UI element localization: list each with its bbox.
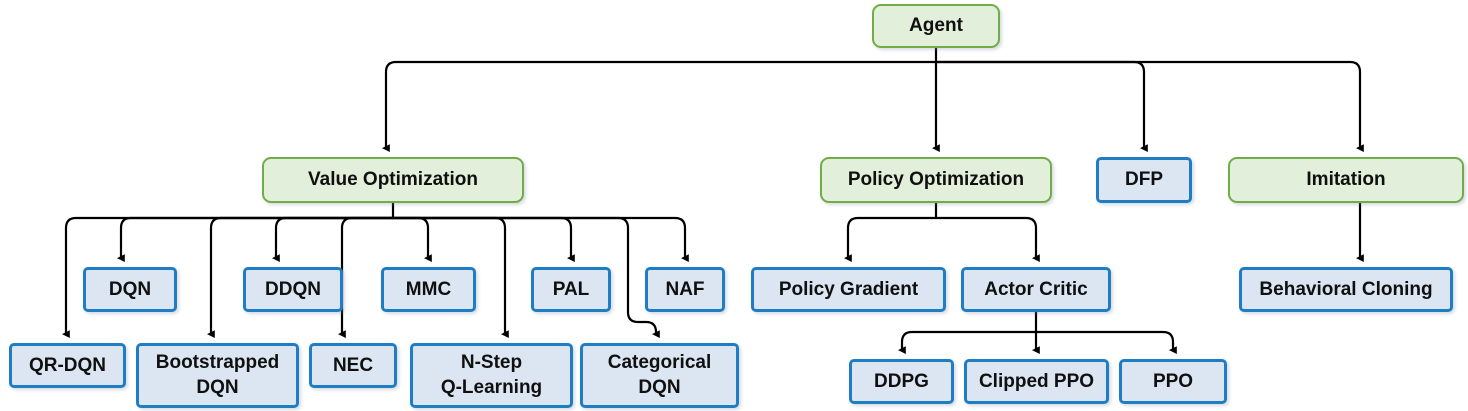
- node-mmc[interactable]: MMC: [381, 267, 476, 312]
- node-mmc-label: MMC: [405, 278, 452, 300]
- node-categorical-dqn-label-line1: Categorical: [607, 352, 712, 374]
- node-value-optimization-label: Value Optimization: [308, 169, 478, 191]
- edge-vo-mmc: [393, 216, 432, 263]
- node-qr-dqn-label: QR-DQN: [28, 354, 107, 376]
- node-actor-critic-label: Actor Critic: [984, 278, 1088, 300]
- node-dqn[interactable]: DQN: [83, 267, 177, 312]
- edge-ac-ddpg: [898, 330, 1036, 355]
- node-policy-gradient[interactable]: Policy Gradient: [751, 267, 946, 312]
- node-agent-label: Agent: [909, 15, 963, 37]
- edge-vo-dqn: [117, 216, 393, 263]
- node-pal-label: PAL: [552, 278, 590, 300]
- node-categorical-dqn[interactable]: Categorical DQN: [580, 343, 739, 408]
- node-dqn-label: DQN: [108, 278, 152, 300]
- node-n-step-q-learning[interactable]: N-Step Q-Learning: [410, 343, 573, 408]
- node-behavioral-cloning[interactable]: Behavioral Cloning: [1239, 267, 1453, 312]
- node-actor-critic[interactable]: Actor Critic: [961, 267, 1111, 312]
- edge-vo-pal: [393, 216, 575, 263]
- edge-vo-ddqn: [272, 216, 393, 263]
- node-pal[interactable]: PAL: [531, 267, 611, 312]
- edge-agent-value-optimization: [382, 60, 936, 153]
- node-nec-label: NEC: [332, 354, 374, 376]
- node-bootstrapped-dqn-label-line2: DQN: [196, 376, 239, 398]
- node-value-optimization[interactable]: Value Optimization: [262, 157, 524, 203]
- node-imitation-label: Imitation: [1306, 169, 1386, 191]
- node-dfp-label: DFP: [1125, 169, 1163, 191]
- node-ppo-label: PPO: [1152, 370, 1194, 392]
- edge-po-actor-critic: [936, 216, 1040, 263]
- node-nec[interactable]: NEC: [309, 343, 397, 388]
- node-n-step-q-learning-label-line2: Q-Learning: [440, 376, 543, 398]
- node-ddpg-label: DDPG: [874, 370, 929, 392]
- node-clipped-ppo-label: Clipped PPO: [978, 370, 1095, 392]
- node-agent[interactable]: Agent: [872, 4, 1000, 48]
- node-n-step-q-learning-label-line1: N-Step: [460, 352, 523, 374]
- edge-po-policy-gradient: [844, 216, 936, 263]
- node-behavioral-cloning-label: Behavioral Cloning: [1259, 278, 1433, 300]
- edge-vo-naf: [393, 216, 689, 263]
- node-qr-dqn[interactable]: QR-DQN: [9, 343, 126, 388]
- edge-agent-dfp: [936, 60, 1148, 153]
- node-ddpg[interactable]: DDPG: [849, 359, 954, 404]
- node-naf-label: NAF: [665, 278, 705, 300]
- edge-ac-ppo: [1036, 330, 1177, 355]
- node-ppo[interactable]: PPO: [1119, 359, 1227, 404]
- node-naf[interactable]: NAF: [645, 267, 725, 312]
- node-categorical-dqn-label-line2: DQN: [638, 376, 681, 398]
- edge-agent-imitation: [936, 60, 1364, 153]
- node-dfp[interactable]: DFP: [1096, 157, 1192, 203]
- node-policy-optimization-label: Policy Optimization: [847, 169, 1025, 191]
- node-imitation[interactable]: Imitation: [1228, 157, 1464, 203]
- node-policy-optimization[interactable]: Policy Optimization: [820, 157, 1052, 203]
- node-ddqn[interactable]: DDQN: [243, 267, 343, 312]
- node-policy-gradient-label: Policy Gradient: [778, 278, 919, 300]
- node-bootstrapped-dqn-label-line1: Bootstrapped: [155, 352, 280, 374]
- node-clipped-ppo[interactable]: Clipped PPO: [964, 359, 1109, 404]
- node-bootstrapped-dqn[interactable]: Bootstrapped DQN: [136, 343, 299, 408]
- node-ddqn-label: DDQN: [265, 278, 321, 300]
